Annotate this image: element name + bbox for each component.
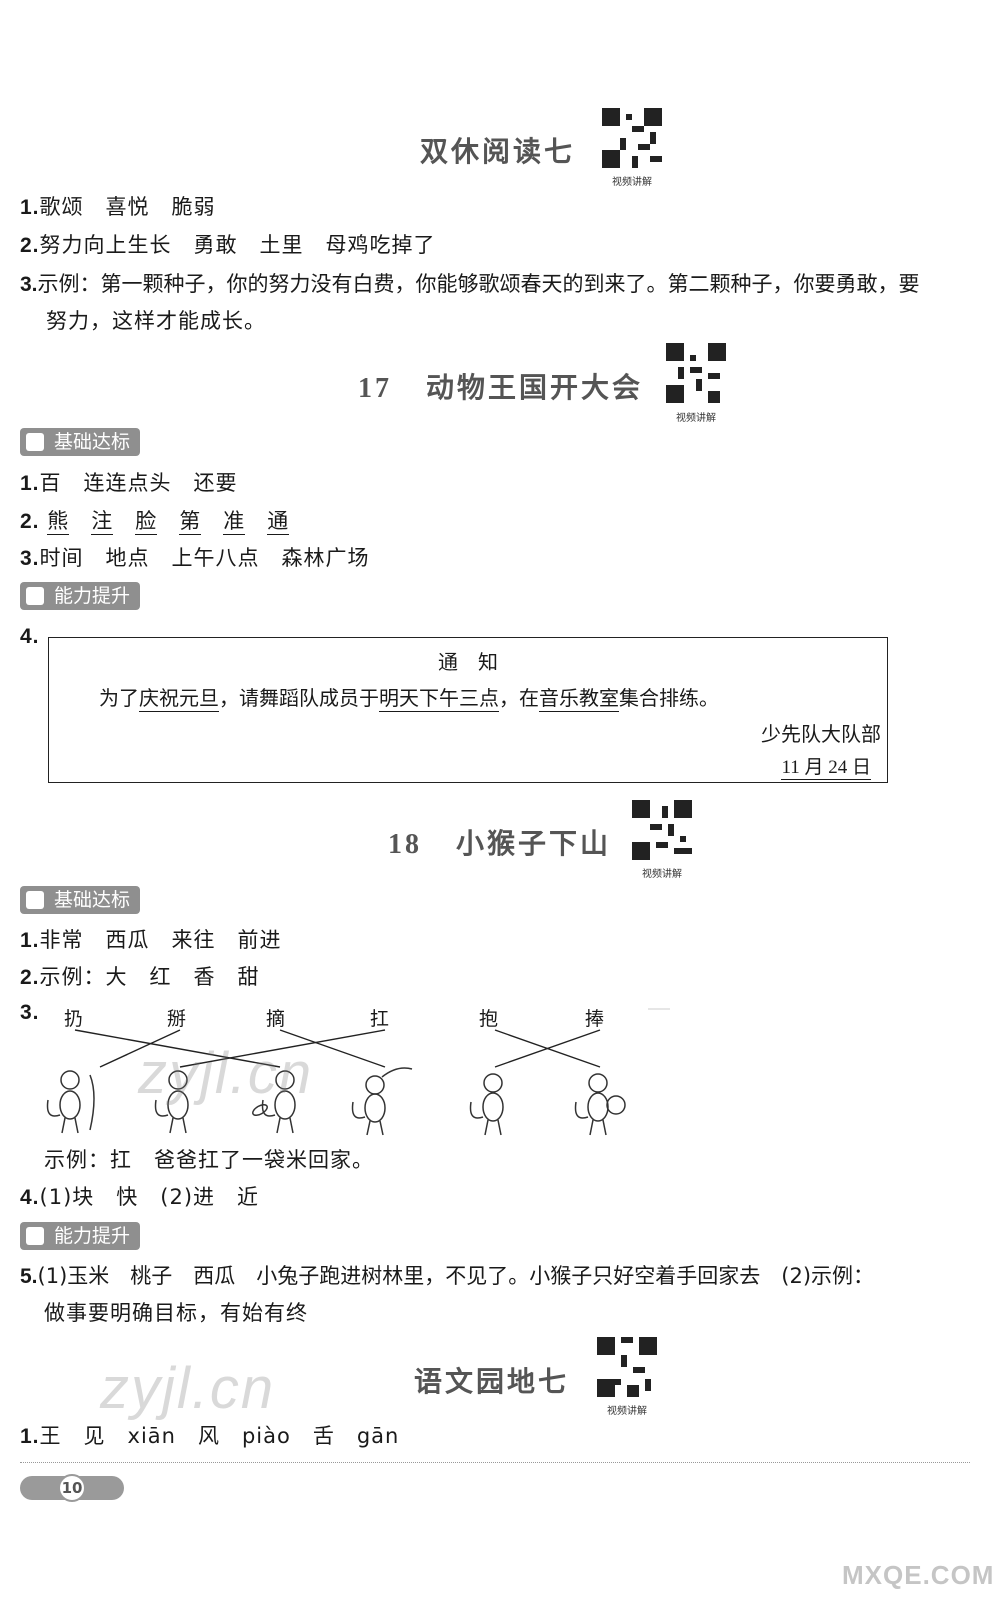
qr-label: 视频讲解 xyxy=(612,177,652,188)
answer-line: 1.歌颂 喜悦 脆弱 xyxy=(20,195,216,219)
notice-body: 为了庆祝元旦，请舞蹈队成员于明天下午三点，在音乐教室集合排练。 xyxy=(99,686,719,712)
verb-label: 抱 xyxy=(479,1008,499,1030)
monkey-icon xyxy=(351,1067,413,1136)
qr-code-icon[interactable] xyxy=(632,800,692,860)
verb-label: 掰 xyxy=(167,1008,187,1030)
qr-label: 视频讲解 xyxy=(607,1406,647,1417)
qr-code-icon[interactable] xyxy=(666,343,726,403)
answer-line: 2. 熊 注 脸 第 准 通 xyxy=(20,509,290,535)
answer-line: 4.(1)块 快 (2)进 近 xyxy=(20,1185,260,1209)
answer-line: 2.示例：大 红 香 甜 xyxy=(20,965,260,989)
footer-divider xyxy=(20,1462,970,1463)
matching-lines xyxy=(46,1008,670,1136)
monkey-icon xyxy=(252,1070,296,1134)
answer-line-continued: 做事要明确目标，有始有终 xyxy=(44,1301,308,1325)
document-icon xyxy=(26,433,44,451)
tag-advanced: 能力提升 xyxy=(20,582,141,610)
notice-box: 通 知 为了庆祝元旦，请舞蹈队成员于明天下午三点，在音乐教室集合排练。 少先队大… xyxy=(48,637,888,783)
book-icon xyxy=(26,1227,44,1245)
answer-line: 1.百 连连点头 还要 xyxy=(20,471,238,495)
qr-code-icon[interactable] xyxy=(602,108,662,168)
book-icon xyxy=(26,587,44,605)
notice-heading: 通 知 xyxy=(438,650,498,674)
section-title-garden-7: 语文园地七 xyxy=(414,1365,570,1398)
notice-signature: 少先队大队部 xyxy=(761,722,881,746)
answer-number: 4. xyxy=(20,625,40,648)
monkey-icon xyxy=(154,1070,189,1134)
verb-label: 捧 xyxy=(585,1008,605,1030)
answer-line: 3.示例：第一颗种子，你的努力没有白费，你能够歌颂春天的到来了。第二颗种子，你要… xyxy=(20,272,920,296)
answer-line: 2.努力向上生长 勇敢 土里 母鸡吃掉了 xyxy=(20,233,436,257)
monkey-icon xyxy=(574,1073,626,1136)
tag-advanced: 能力提升 xyxy=(20,1222,141,1250)
monkey-icon xyxy=(46,1070,95,1134)
qr-label: 视频讲解 xyxy=(676,413,716,424)
page-number-badge: 10 xyxy=(20,1474,124,1502)
page-number: 10 xyxy=(58,1474,86,1502)
section-title-reading-7: 双休阅读七 xyxy=(420,135,576,168)
verb-label: 扔 xyxy=(64,1008,84,1030)
tag-basic: 基础达标 xyxy=(20,428,141,456)
watermark: zyjl.cn xyxy=(138,1041,314,1106)
document-icon xyxy=(26,891,44,909)
verb-label: 扛 xyxy=(370,1008,390,1030)
corner-watermark: MXQE.COM xyxy=(842,1560,995,1590)
qr-code-icon[interactable] xyxy=(597,1337,657,1397)
notice-date: 11 月 24 日 xyxy=(781,757,871,780)
monkey-icon xyxy=(469,1073,504,1136)
example-line: 示例：扛 爸爸扛了一袋米回家。 xyxy=(44,1148,374,1172)
answer-line: 1.非常 西瓜 来往 前进 xyxy=(20,928,282,952)
answer-line: 5.(1)玉米 桃子 西瓜 小兔子跑进树林里，不见了。小猴子只好空着手回家去 (… xyxy=(20,1264,875,1288)
answer-line: 3.时间 地点 上午八点 森林广场 xyxy=(20,546,370,570)
answer-number: 3. xyxy=(20,1001,40,1024)
qr-label: 视频讲解 xyxy=(642,869,682,880)
verb-label: 摘 xyxy=(266,1008,286,1030)
answer-line: 1.王 见 xiān 风 piào 舌 gān xyxy=(20,1424,400,1448)
tag-basic: 基础达标 xyxy=(20,886,141,914)
watermark: zyjl.cn xyxy=(100,1356,276,1421)
answer-line-continued: 努力，这样才能成长。 xyxy=(46,309,266,333)
